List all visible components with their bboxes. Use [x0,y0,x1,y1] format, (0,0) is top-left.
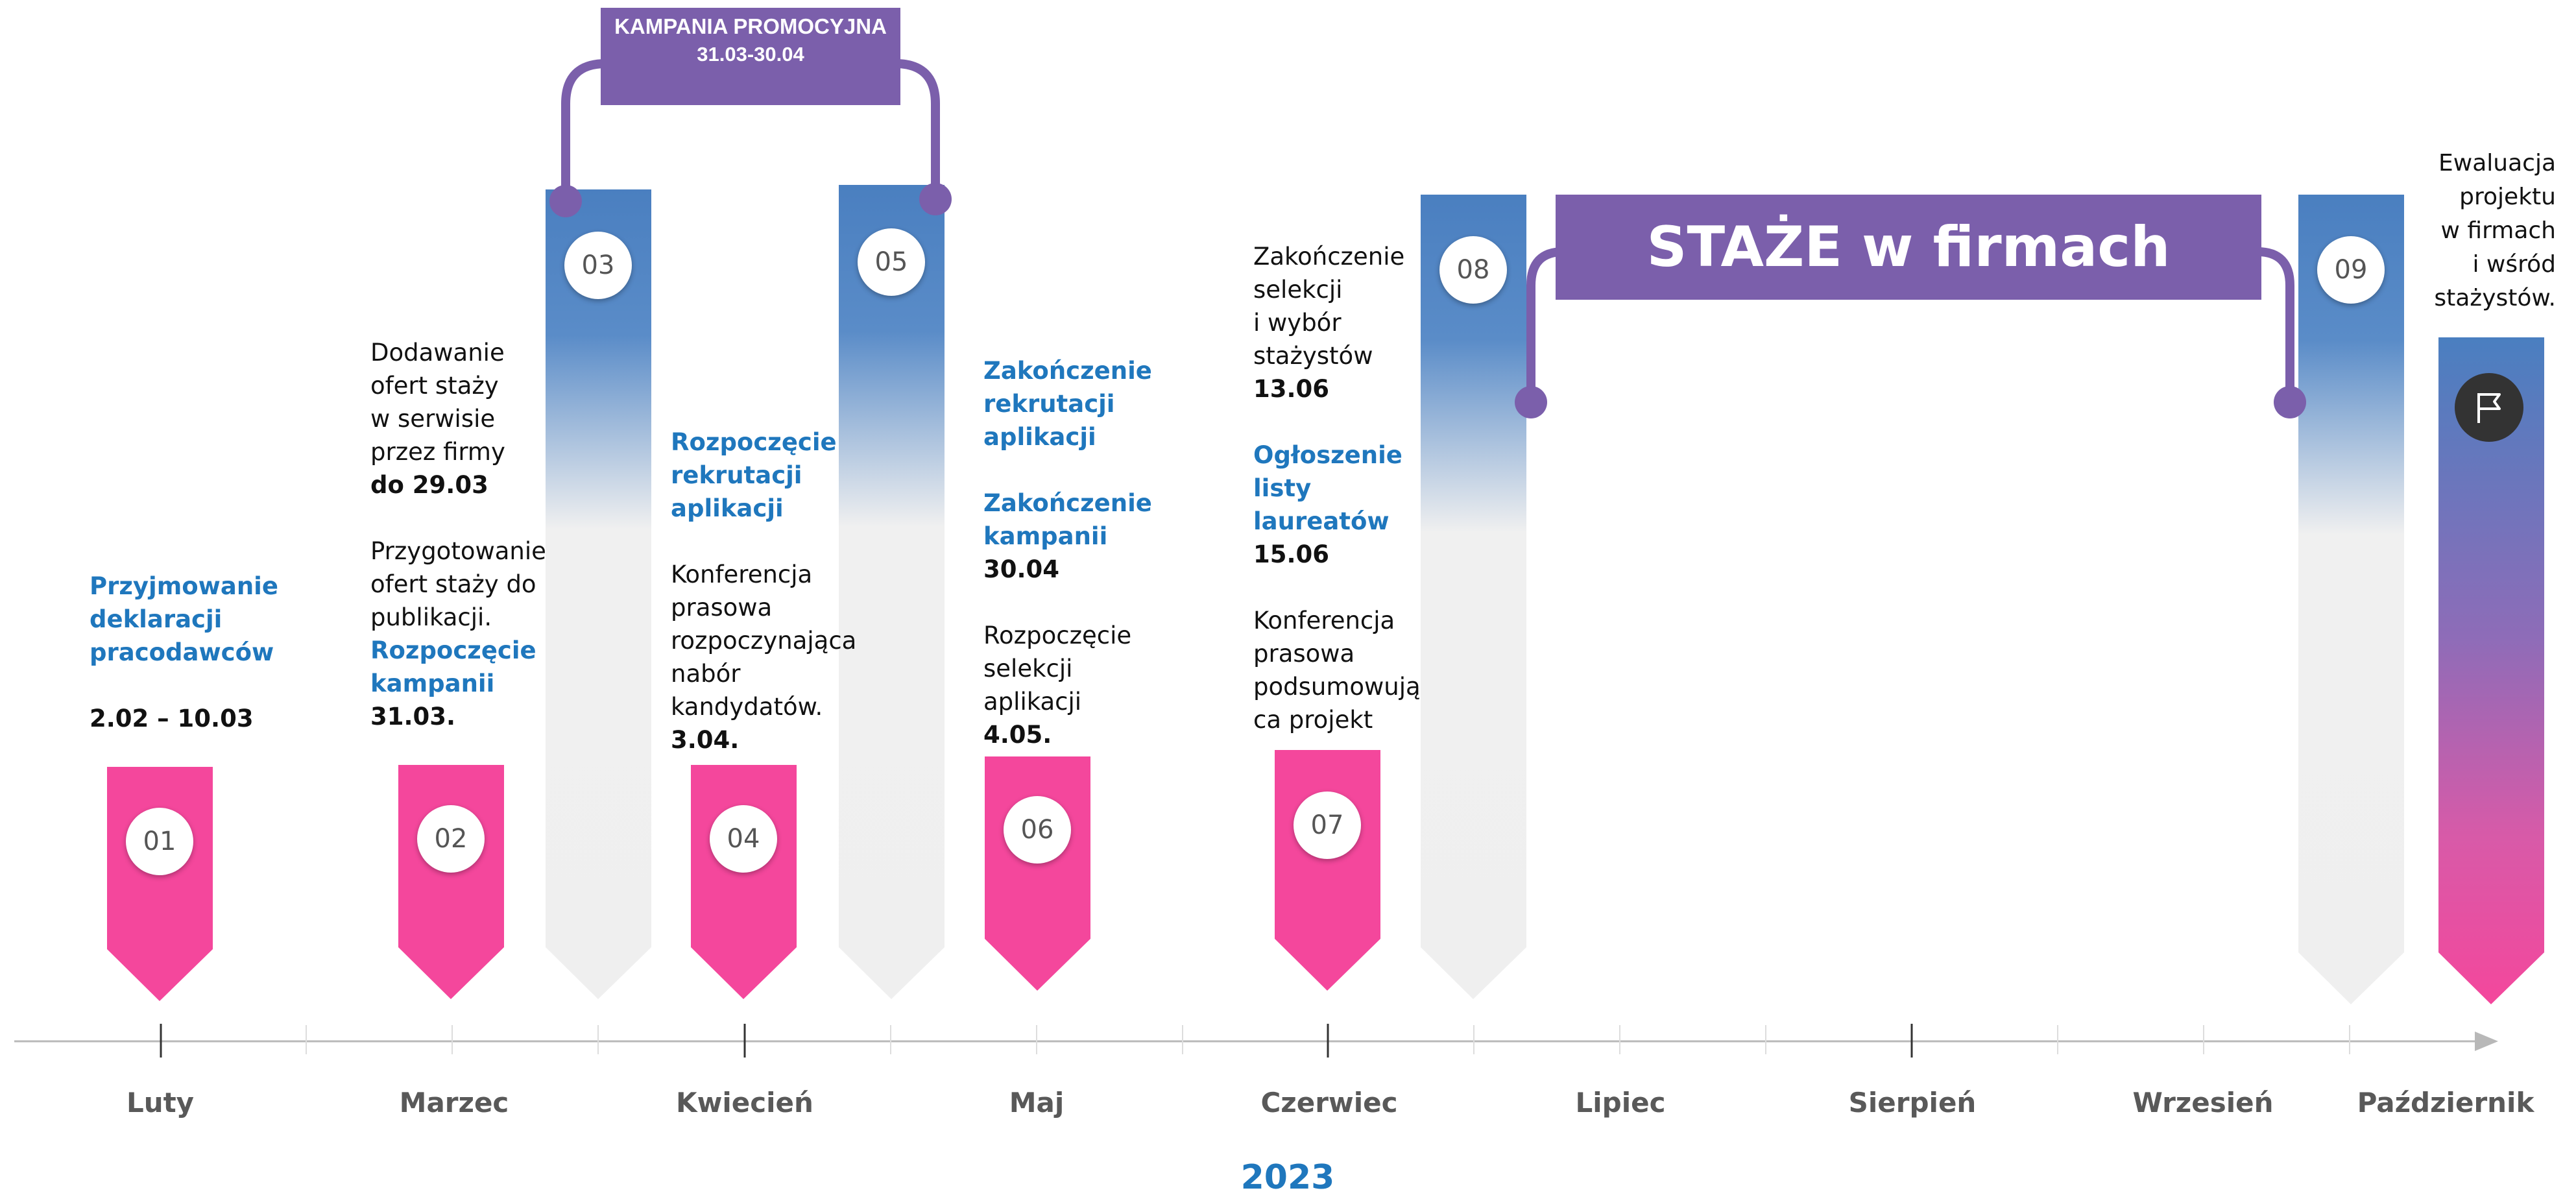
step-07-line-5: Konferencja [1253,607,1395,635]
internship-bracket-dot-left [1515,386,1547,418]
step-07-title-1: Ogłoszenie [1253,441,1402,469]
step-01-title-2: deklaracji [90,605,223,633]
step-number-03: 03 [564,232,632,299]
step-04-text: Rozpoczęcie rekrutacji aplikacji Konfere… [671,426,856,756]
step-06-line-1: Rozpoczęcie [983,622,1132,649]
month-label-lipiec: Lipiec [1575,1087,1666,1118]
step-04-title-1: Rozpoczęcie [671,428,837,456]
step-06-title-5: kampanii [983,522,1108,550]
step-01-date: 2.02 – 10.03 [90,705,254,732]
flag-icon [2455,373,2523,442]
step-07-date-1: 13.06 [1253,375,1330,403]
year-label: 2023 [1240,1158,1335,1197]
step-04-line-4: nabór [671,660,741,688]
step-number-09: 09 [2317,236,2385,304]
pennant-01 [107,767,213,1001]
month-label-marzec: Marzec [399,1087,509,1118]
step-02-deadline: do 29.03 [370,471,488,499]
step-02-text: Dodawanie ofert staży w serwisie przez f… [370,336,546,733]
step-06-line-2: selekcji [983,655,1073,683]
pennant-02 [398,765,504,999]
pennant-08 [1421,195,1526,999]
month-label-luty: Luty [126,1087,195,1118]
campaign-title: KAMPANIA PROMOCYJNA [614,14,887,38]
evaluation-line-1: Ewaluacja [2438,150,2556,176]
evaluation-line-3: w firmach [2440,217,2556,244]
step-04-line-3: rozpoczynająca [671,627,857,655]
campaign-banner: KAMPANIA PROMOCYJNA 31.03-30.04 [601,8,900,105]
step-02-line-4: przez firmy [370,438,505,466]
pennant-04 [691,765,797,999]
step-06-text: Zakończenie rekrutacji aplikacji Zakończ… [983,354,1152,751]
step-07-line-7: podsumowują [1253,673,1421,701]
internship-bracket-dot-right [2274,386,2306,418]
step-02-date: 31.03. [370,703,456,731]
month-label-maj: Maj [1009,1087,1065,1118]
campaign-bracket-dot-left [549,185,582,217]
step-06-title-4: Zakończenie [983,489,1152,517]
step-07-line-4: stażystów [1253,342,1373,370]
evaluation-text: Ewaluacja projektu w firmach i wśród sta… [2361,147,2556,315]
step-04-line-2: prasowa [671,594,773,622]
step-number-06: 06 [1004,796,1071,864]
step-number-01: 01 [126,808,193,875]
step-07-line-8: ca projekt [1253,706,1373,734]
pennant-final [2438,337,2544,1004]
step-02-line-3: w serwisie [370,405,496,433]
step-07-line-1: Zakończenie [1253,243,1405,271]
step-07-text: Zakończenie selekcji i wybór stażystów 1… [1253,240,1421,736]
step-01-text: Przyjmowanie deklaracji pracodawców 2.02… [90,570,278,735]
step-number-05: 05 [858,228,925,296]
step-07-line-3: i wybór [1253,309,1342,337]
step-number-02: 02 [417,805,485,873]
step-04-line-5: kandydatów. [671,693,823,721]
step-06-line-3: aplikacji [983,688,1082,716]
step-06-title-1: Zakończenie [983,357,1152,385]
step-06-title-2: rekrutacji [983,390,1115,418]
step-02-line-8: publikacji. [370,603,492,631]
step-04-line-1: Konferencja [671,561,813,588]
step-02-line-7: ofert staży do [370,570,536,598]
step-04-date: 3.04. [671,726,740,754]
step-06-date-1: 30.04 [983,555,1060,583]
axis-ticks [160,1024,2350,1058]
pennant-09 [2298,195,2404,1004]
step-07-date-2: 15.06 [1253,540,1330,568]
pennant-07 [1275,750,1380,991]
step-07-title-2: listy [1253,474,1312,502]
step-06-title-3: aplikacji [983,423,1096,451]
month-label-kwiecien: Kwiecień [676,1087,813,1118]
month-label-sierpien: Sierpień [1848,1087,1977,1118]
step-number-08: 08 [1439,236,1507,304]
campaign-bracket-dot-right [919,183,952,215]
step-07-title-3: laureatów [1253,507,1390,535]
step-01-title-3: pracodawców [90,638,274,666]
evaluation-line-4: i wśród [2472,251,2556,278]
step-01-title-1: Przyjmowanie [90,572,278,600]
step-06-date-2: 4.05. [983,721,1052,749]
evaluation-line-5: stażystów. [2434,285,2556,311]
month-label-pazdziernik: Październik [2357,1087,2534,1118]
month-label-wrzesien: Wrzesień [2132,1087,2274,1118]
step-02-line-1: Dodawanie [370,339,505,367]
evaluation-line-2: projektu [2459,184,2556,210]
pennant-03 [546,189,651,999]
pennant-05 [839,185,945,999]
step-02-title-1: Rozpoczęcie [370,636,536,664]
step-04-title-3: aplikacji [671,494,784,522]
step-07-line-6: prasowa [1253,640,1355,668]
month-label-czerwiec: Czerwiec [1260,1087,1398,1118]
step-number-07: 07 [1294,792,1361,859]
step-02-title-2: kampanii [370,670,495,697]
pennant-06 [985,756,1090,991]
step-04-title-2: rekrutacji [671,461,802,489]
internship-banner: STAŻE w firmach [1556,195,2261,300]
campaign-dates: 31.03-30.04 [697,43,804,66]
step-02-line-2: ofert staży [370,372,499,400]
step-07-line-2: selekcji [1253,276,1343,304]
step-02-line-6: Przygotowanie [370,537,546,565]
step-number-04: 04 [710,805,777,873]
